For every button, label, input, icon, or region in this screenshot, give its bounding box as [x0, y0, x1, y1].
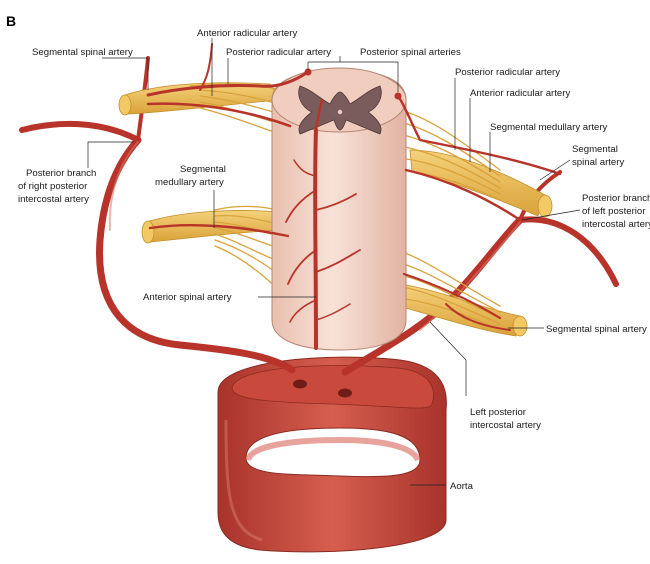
label-posterior-branch-right-line1: Posterior branch	[26, 168, 96, 179]
left-intercostal-distal	[517, 216, 619, 287]
leader-lines	[87, 38, 581, 486]
label-posterior-branch-left-line3: intercostal artery	[582, 219, 650, 230]
segmental-medullary-artery-left	[148, 223, 290, 238]
label-posterior-radicular-artery-top: Posterior radicular artery	[226, 47, 331, 58]
labels: Segmental spinal artery Anterior radicul…	[18, 28, 650, 492]
label-anterior-radicular-artery-top: Anterior radicular artery	[197, 28, 297, 39]
label-segmental-spinal-artery-bottom-right: Segmental spinal artery	[546, 324, 647, 335]
label-left-posterior-intercostal-line1: Left posterior	[470, 407, 527, 418]
label-posterior-branch-right-line3: intercostal artery	[18, 194, 89, 205]
label-segmental-medullary-artery-right: Segmental medullary artery	[490, 122, 608, 133]
label-anterior-radicular-artery-right: Anterior radicular artery	[470, 88, 570, 99]
radicular-arteries	[146, 43, 562, 331]
label-segmental-spinal-artery-top-left: Segmental spinal artery	[32, 47, 133, 58]
label-posterior-radicular-artery-right: Posterior radicular artery	[455, 67, 560, 78]
label-posterior-branch-right-line2: of right posterior	[18, 181, 88, 192]
label-posterior-branch-left-line1: Posterior branch	[582, 193, 650, 204]
spinal-cord	[271, 67, 407, 351]
label-anterior-spinal-artery: Anterior spinal artery	[143, 292, 232, 303]
label-segmental-medullary-artery-left-line2: medullary artery	[155, 177, 224, 188]
anterior-radicular-artery-right	[404, 168, 522, 222]
label-left-posterior-intercostal-line2: intercostal artery	[470, 420, 541, 431]
label-segmental-spinal-artery-right-line1: Segmental	[572, 144, 618, 155]
label-aorta: Aorta	[450, 481, 474, 492]
right-intercostal-distal	[19, 120, 141, 143]
anterior-radicular-artery-left	[146, 102, 292, 128]
aorta	[217, 356, 447, 553]
anterior-spinal-artery	[313, 128, 318, 350]
right-posterior-intercostal-artery	[96, 136, 296, 374]
panel-letter: B	[6, 13, 16, 29]
posterior-radicular-artery-left	[146, 70, 310, 97]
label-segmental-spinal-artery-right-line2: spinal artery	[572, 157, 624, 168]
label-segmental-medullary-artery-left-line1: Segmental	[180, 164, 226, 175]
posterior-radicular-artery-right	[396, 94, 562, 176]
label-posterior-branch-left-line2: of left posterior	[582, 206, 646, 217]
label-posterior-spinal-arteries: Posterior spinal arteries	[360, 47, 461, 58]
